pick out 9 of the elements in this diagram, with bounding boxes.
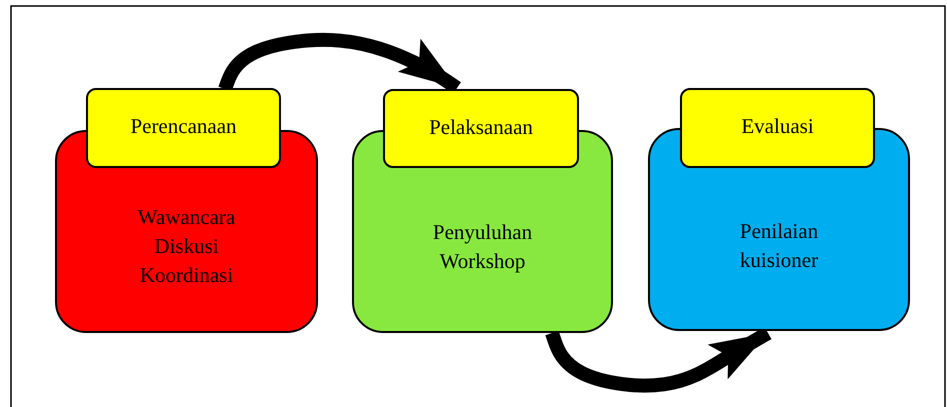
activity-list: Penilaian kuisioner [708,216,850,274]
stage-title-tab: Evaluasi [680,88,875,168]
stage-card [648,88,910,331]
activity-list: Wawancara Diskusi Koordinasi [122,203,252,290]
stage-title-tab: Perencanaan [86,88,281,168]
stage-card [352,89,613,333]
stage-card [55,88,318,333]
stage-title-tab: Pelaksanaan [383,89,579,168]
activity-list: Penyuluhan Workshop [412,218,553,276]
